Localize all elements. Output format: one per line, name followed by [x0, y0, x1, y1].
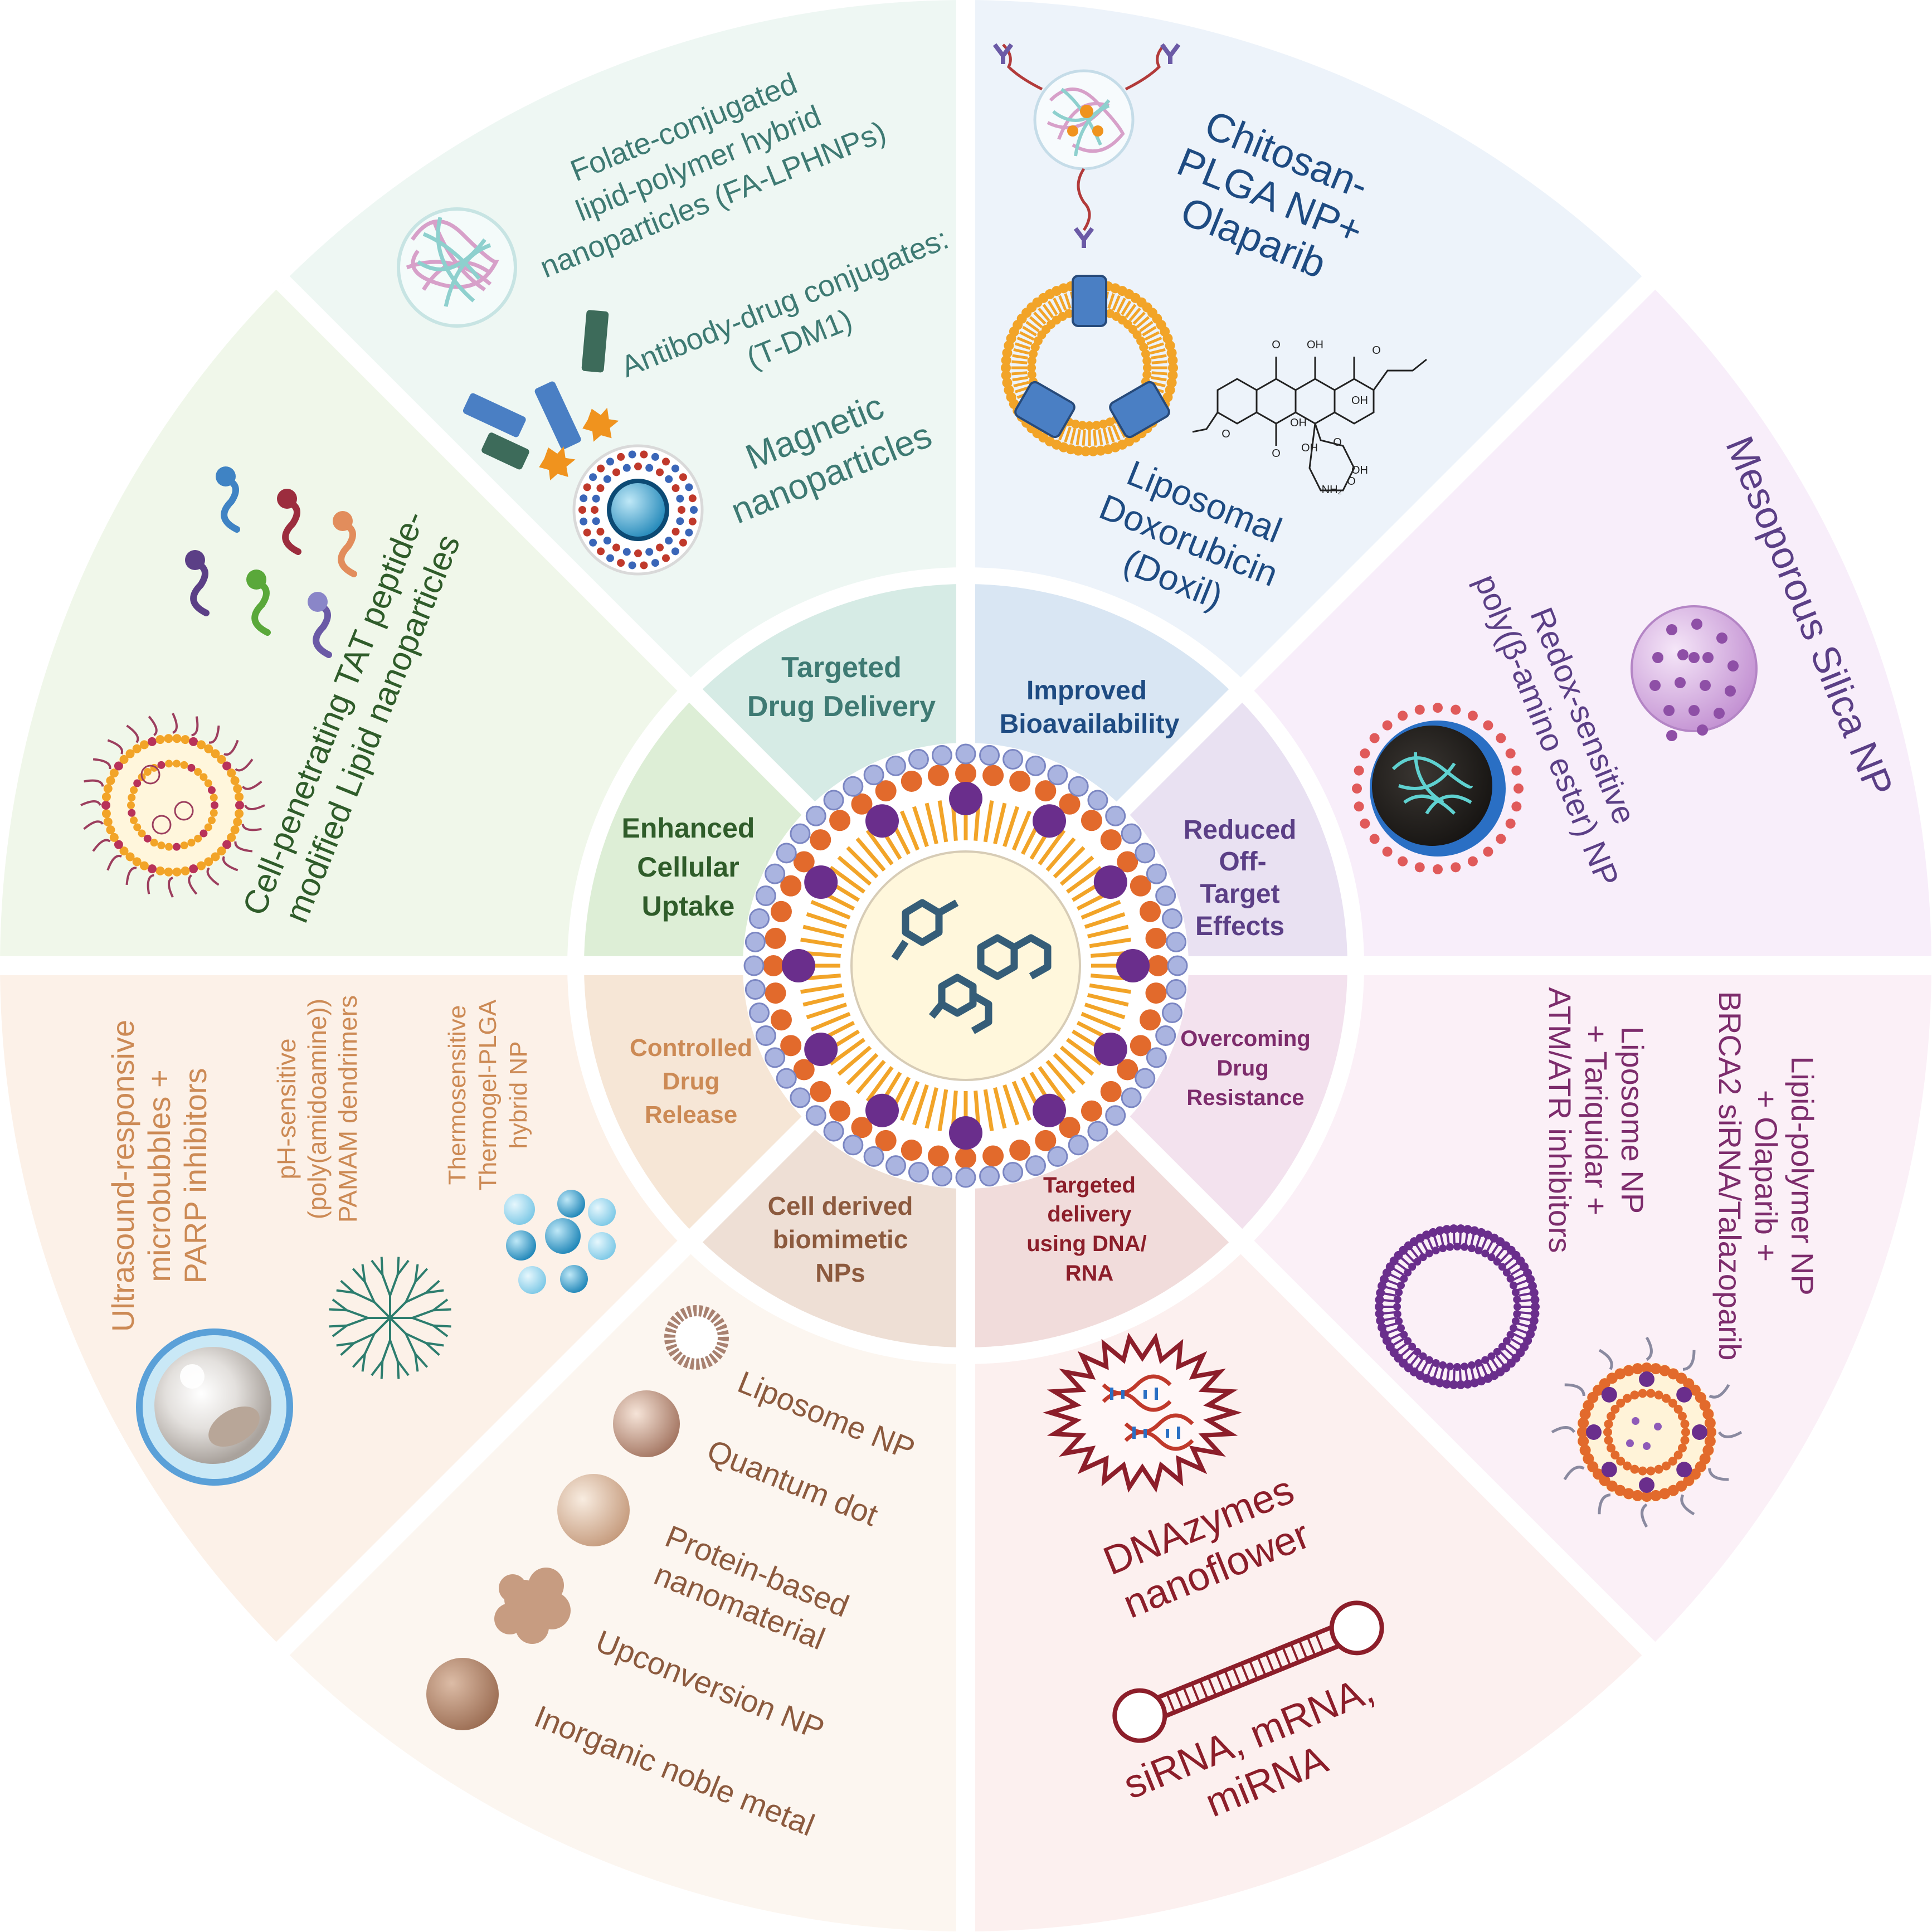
ilabel-bioavail-2: Bioavailability — [1000, 709, 1180, 739]
ph-label: pH-sensitive (poly(amidoamine)) PAMAM de… — [272, 995, 362, 1223]
ultrasound-label-2: microbubbles + — [142, 1069, 177, 1282]
ilabel-resistance-1: Overcoming — [1180, 1026, 1310, 1051]
liposome-tariquidar-label: Liposome NP + Tariquidar + ATM/ATR inhib… — [1542, 987, 1650, 1253]
lipidpoly-label-2: + Olaparib + — [1749, 1090, 1784, 1262]
upconversion-np-icon — [494, 1568, 571, 1644]
ilabel-bioavail-1: Improved — [1026, 676, 1147, 705]
liposome-doxorubicin-icon — [1001, 275, 1178, 456]
ilabel-biomimetic-3: NPs — [815, 1258, 865, 1287]
tat-lipid-nanoparticle-icon — [80, 713, 265, 898]
ilabel-targeted-1: Targeted — [781, 651, 902, 684]
ilabel-bioavail: Improved Bioavailability — [1000, 676, 1180, 739]
ilabel-uptake-3: Uptake — [642, 890, 735, 922]
atom-6: O — [1222, 428, 1230, 440]
lipid-polymer-np-icon — [1551, 1336, 1743, 1528]
ilabel-biomimetic: Cell derived biomimetic NPs — [768, 1191, 913, 1287]
ilabel-offtarget-4: Effects — [1195, 912, 1284, 941]
ilabel-uptake: Enhanced Cellular Uptake — [622, 812, 755, 922]
central-liposome — [743, 743, 1189, 1189]
ilabel-resistance: Overcoming Drug Resistance — [1180, 1026, 1310, 1110]
ilabel-release-1: Controlled — [630, 1034, 752, 1062]
fa-lphnp-illustration — [397, 207, 517, 328]
ultrasound-label-1: Ultrasound-responsive — [105, 1020, 140, 1332]
atom-8: O — [1372, 344, 1381, 357]
ilabel-dnarna: Targeted delivery using DNA/ RNA — [1026, 1173, 1147, 1286]
liposome-tariquidar-label-1: Liposome NP — [1615, 1026, 1650, 1214]
thermogel-plga-icon — [504, 1190, 616, 1294]
atom-7: OH — [1290, 417, 1307, 429]
ph-label-2: (poly(amidoamine)) — [303, 999, 332, 1219]
lipidpoly-label-1: Lipid-polymer NP — [1785, 1056, 1820, 1296]
ilabel-dnarna-2: delivery — [1047, 1202, 1132, 1227]
ilabel-dnarna-3: using DNA/ — [1026, 1232, 1147, 1256]
liposome-ring-icon — [1375, 1224, 1540, 1389]
microbubble-icon — [136, 1328, 293, 1486]
ilabel-release-2: Drug — [663, 1068, 720, 1095]
ilabel-dnarna-1: Targeted — [1043, 1173, 1136, 1198]
antibody-drug-conjugate-icon — [463, 310, 619, 481]
atom-1: OH — [1307, 339, 1323, 351]
ph-label-1: pH-sensitive — [272, 1038, 301, 1179]
ilabel-uptake-1: Enhanced — [622, 812, 755, 844]
drug-molecules — [891, 899, 1052, 1034]
quantum-dot-icon — [613, 1390, 680, 1457]
chitosan-plga-icon — [992, 43, 1181, 248]
ultrasound-label: Ultrasound-responsive microbubbles + PAR… — [105, 1020, 213, 1332]
lipidpoly-label: Lipid-polymer NP + Olaparib + BRCA2 siRN… — [1712, 991, 1820, 1361]
thermo-label-3: hybrid NP — [505, 1041, 532, 1149]
liposome-tariquidar-label-2: + Tariquidar + — [1579, 1025, 1614, 1215]
ilabel-targeted-2: Drug Delivery — [747, 690, 936, 723]
thermo-label-2: Thermogel-PLGA — [474, 999, 502, 1190]
redox-np-icon — [1352, 703, 1524, 874]
liposome-np-icon — [664, 1305, 729, 1370]
ilabel-uptake-2: Cellular — [637, 851, 739, 883]
doxorubicin-atoms: OH O OH OH O O OH O O O NH₂ OH — [1222, 339, 1381, 496]
dnazyme-nanoflower-icon — [1043, 1332, 1242, 1493]
ilabel-resistance-2: Drug — [1216, 1056, 1268, 1081]
magnetic-nanoparticle-icon — [572, 444, 704, 576]
biomimetic-icons — [426, 1305, 729, 1730]
atom-12: OH — [1351, 464, 1368, 476]
atom-11: NH₂ — [1322, 484, 1342, 496]
ilabel-offtarget-1: Reduced — [1184, 815, 1297, 845]
doxorubicin-molecule — [1192, 357, 1427, 491]
liposome-tariquidar-label-3: ATM/ATR inhibitors — [1542, 987, 1578, 1253]
ilabel-resistance-3: Resistance — [1186, 1086, 1304, 1110]
lipidpoly-label-3: BRCA2 siRNA/Talazoparib — [1712, 991, 1748, 1361]
atom-2: O — [1272, 339, 1281, 351]
atom-5: O — [1272, 447, 1281, 460]
ilabel-targeted: Targeted Drug Delivery — [747, 651, 936, 723]
ph-label-3: PAMAM dendrimers — [333, 995, 362, 1223]
atom-4: OH — [1301, 442, 1318, 454]
sirna-hairpin-icon — [1112, 1600, 1384, 1743]
ilabel-biomimetic-1: Cell derived — [768, 1191, 913, 1220]
ilabel-biomimetic-2: biomimetic — [773, 1225, 908, 1254]
tat-peptides-icon — [185, 466, 357, 658]
ilabel-release: Controlled Drug Release — [630, 1034, 752, 1128]
pamam-dendrimer-icon — [329, 1257, 451, 1379]
ilabel-offtarget: Reduced Off- Target Effects — [1184, 815, 1297, 941]
atom-9: O — [1333, 436, 1342, 449]
noble-metal-icon — [426, 1658, 499, 1730]
chitosan-label: Chitosan- PLGA NP+ Olaparib — [1171, 103, 1375, 287]
mesoporous-silica-icon — [1631, 605, 1758, 741]
atom-3: OH — [1351, 395, 1368, 407]
atom-10: O — [1347, 475, 1356, 488]
ultrasound-label-3: PARP inhibitors — [178, 1068, 213, 1284]
ilabel-offtarget-2: Off- — [1219, 847, 1266, 877]
ilabel-dnarna-4: RNA — [1065, 1261, 1114, 1286]
thermo-label: Thermosensitive Thermogel-PLGA hybrid NP — [444, 999, 532, 1190]
ilabel-offtarget-3: Target — [1200, 879, 1279, 909]
ilabel-release-3: Release — [645, 1101, 737, 1128]
protein-nanomaterial-icon — [557, 1474, 630, 1546]
thermo-label-1: Thermosensitive — [444, 1005, 471, 1185]
inner-ring-divider — [567, 567, 1364, 1364]
